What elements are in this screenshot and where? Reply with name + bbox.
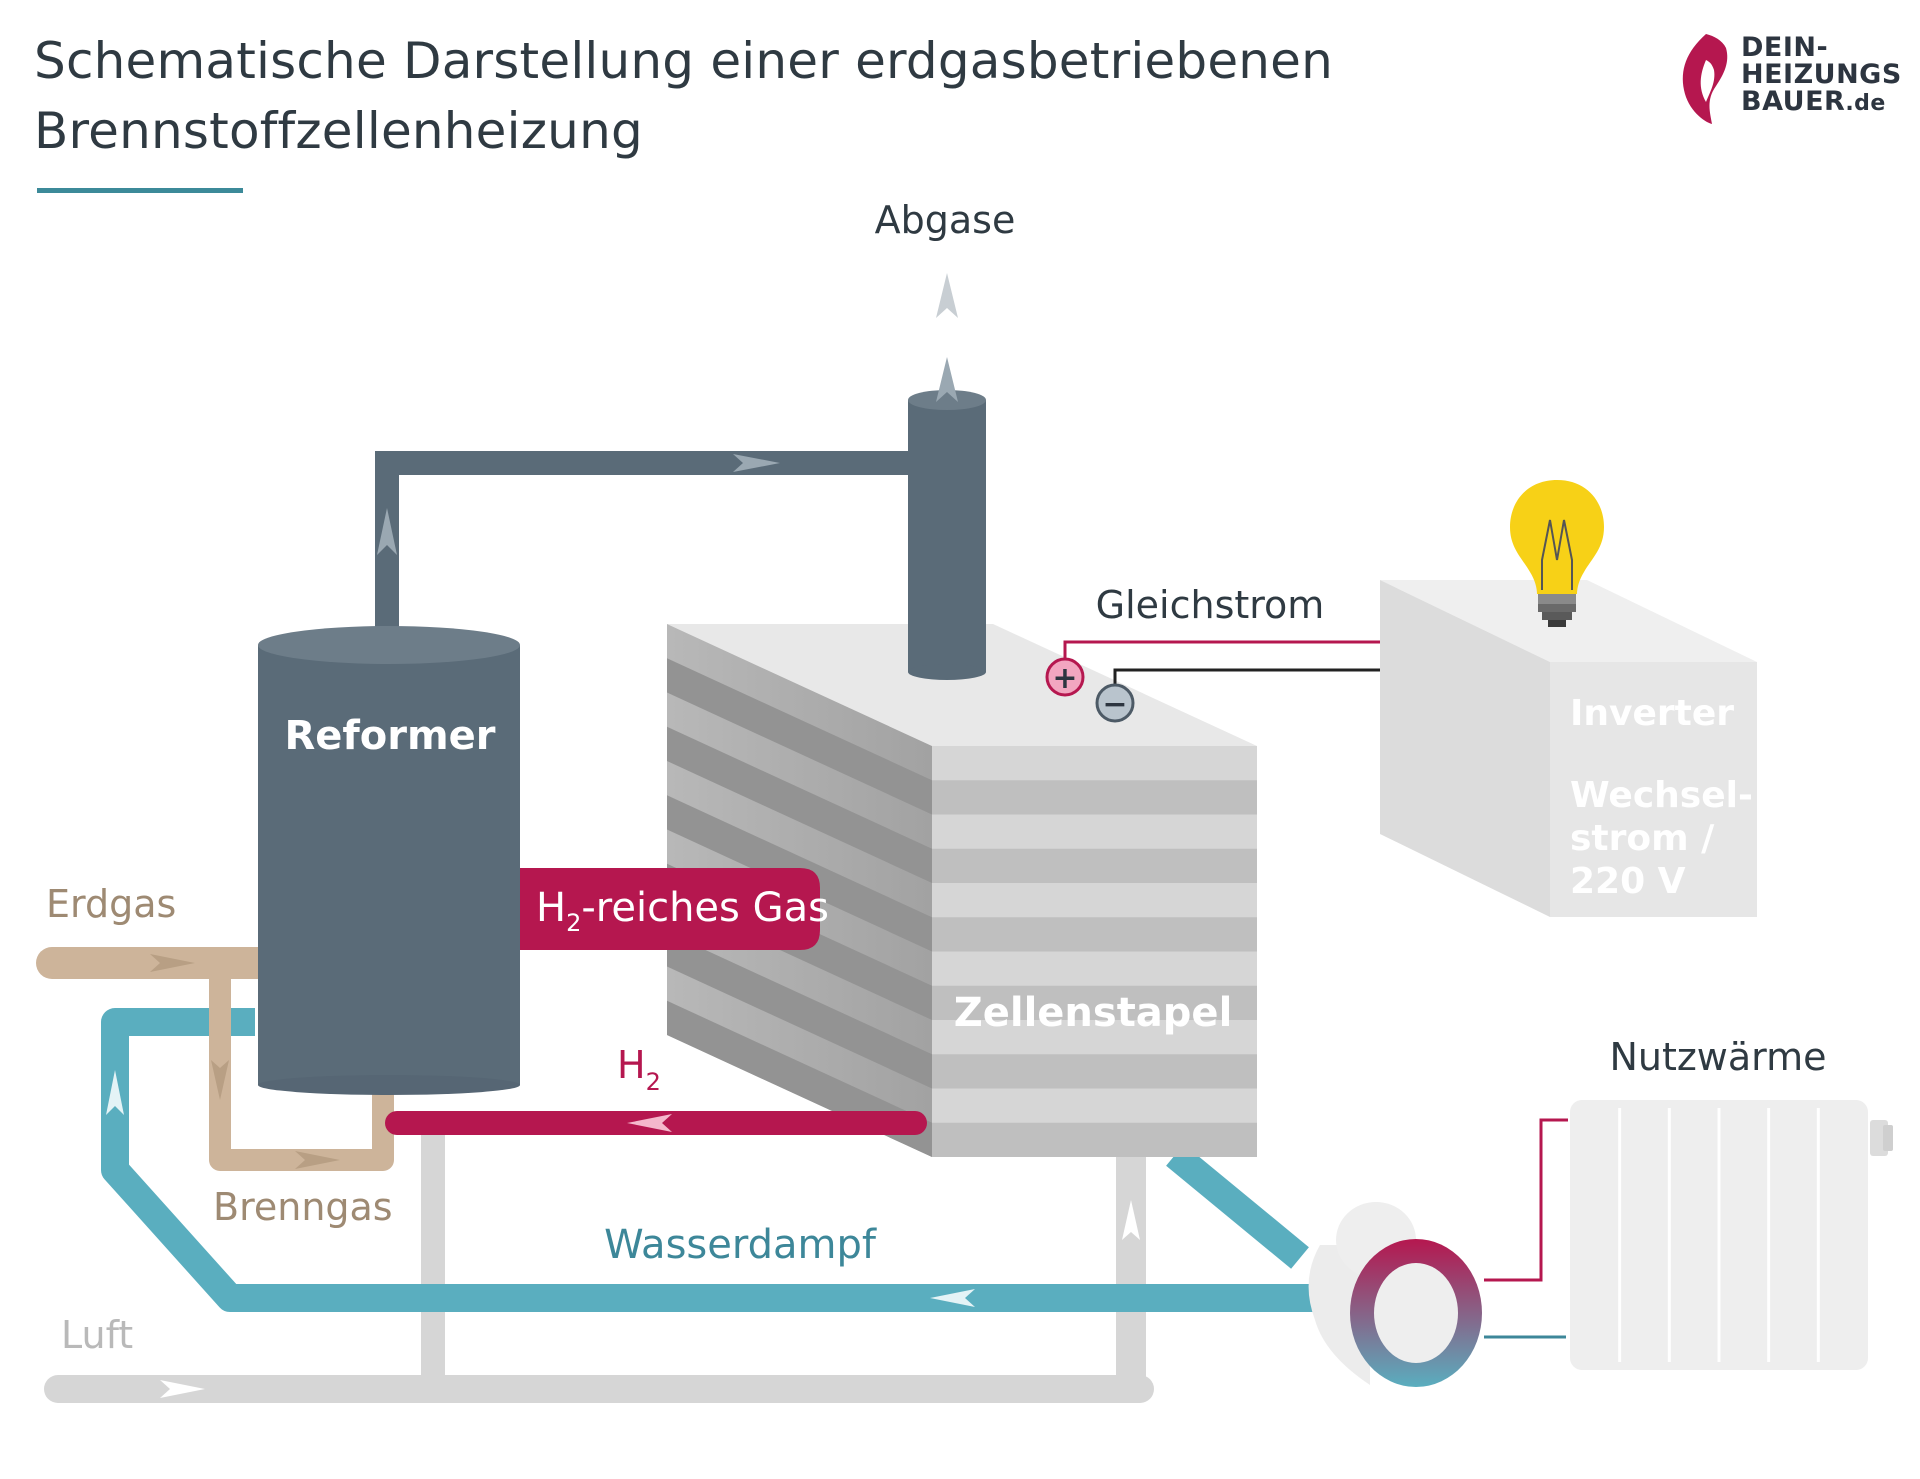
logo-wordmark: DEIN- HEIZUNGS BAUER.de <box>1741 34 1902 117</box>
wasserdampf-label: Wasserdampf <box>604 1222 877 1268</box>
stack-side-stripe <box>667 726 932 883</box>
nutzwaerme-label: Nutzwärme <box>1609 1035 1826 1079</box>
svg-text:+: + <box>1052 661 1077 696</box>
logo-line-1: DEIN- <box>1741 32 1829 63</box>
h2-label: H2 <box>617 1043 661 1096</box>
page-title-line-2: Brennstoffzellenheizung <box>34 102 643 160</box>
brenngas-flow-arrow-icon <box>295 1151 340 1169</box>
title-underline <box>37 188 243 193</box>
dc-wires: + − <box>1045 640 1485 723</box>
minus-terminal-icon <box>1095 683 1135 723</box>
luft-label: Luft <box>61 1313 133 1357</box>
wechselstrom-line-2: strom / <box>1570 818 1715 859</box>
wechselstrom-line-1: Wechsel- <box>1570 775 1753 816</box>
inverter-box: Inverter Wechsel- strom / 220 V <box>1380 580 1757 917</box>
heating-flow-line <box>1484 1118 1568 1282</box>
steam-up-arrow-icon <box>106 1070 124 1115</box>
light-bulb-icon <box>1510 480 1604 627</box>
brenngas-down-arrow-icon <box>211 1060 229 1100</box>
stack-front-stripe <box>932 917 1257 952</box>
h2-return-pipe: H2 <box>385 1043 927 1135</box>
stack-front-stripe <box>932 848 1257 883</box>
steam-flow-arrow-icon <box>930 1289 975 1307</box>
h2-flow-arrow-icon <box>627 1114 672 1132</box>
page-title-line-1: Schematische Darstellung einer erdgasbet… <box>34 32 1334 90</box>
logo-line-2: HEIZUNGS <box>1741 59 1902 90</box>
logo-suffix: .de <box>1845 91 1886 116</box>
wechselstrom-line-3: 220 V <box>1570 861 1686 902</box>
stack-side-stripe <box>667 658 932 815</box>
svg-text:−: − <box>1102 687 1127 722</box>
air-pipe <box>44 1125 1154 1403</box>
exhaust-pipe <box>375 451 920 640</box>
exhaust-right-arrow-icon <box>733 454 780 472</box>
brenngas-label: Brenngas <box>213 1185 393 1229</box>
erdgas-label: Erdgas <box>46 882 176 926</box>
abgase-arrow-icon <box>936 273 958 318</box>
logo-flame-icon <box>1682 34 1728 124</box>
reformer-tank: Reformer <box>258 626 520 1095</box>
stack-front-stripe <box>932 780 1257 815</box>
stack-side-stripe <box>667 932 932 1089</box>
erdgas-flow-arrow-icon <box>150 954 195 972</box>
plus-terminal-icon <box>1045 657 1085 697</box>
chimney-arrow-icon <box>936 357 958 402</box>
radiator-icon <box>1570 1100 1893 1370</box>
stack-front-stripe <box>932 985 1257 1020</box>
abgase-label: Abgase <box>875 198 1016 242</box>
reformer-label: Reformer <box>284 713 495 759</box>
stack-front-stripe <box>932 1122 1257 1157</box>
exhaust-chimney <box>908 357 986 680</box>
stack-front-stripe <box>932 1054 1257 1089</box>
h2-rich-gas-label: H2-reiches Gas <box>536 885 829 937</box>
air-flow-arrow-icon <box>160 1380 205 1398</box>
gleichstrom-label: Gleichstrom <box>1096 583 1325 627</box>
logo-line-3: BAUER <box>1741 86 1846 117</box>
air-up-arrow-icon <box>1122 1200 1140 1240</box>
steam-pipe <box>101 1008 1320 1312</box>
exhaust-up-arrow-icon <box>377 508 397 555</box>
natural-gas-pipe <box>36 947 394 1171</box>
heat-exchanger <box>1308 1202 1482 1387</box>
h2-rich-gas-pipe: H2-reiches Gas <box>520 868 829 950</box>
inverter-label: Inverter <box>1570 693 1734 734</box>
zellenstapel-label: Zellenstapel <box>954 990 1233 1036</box>
